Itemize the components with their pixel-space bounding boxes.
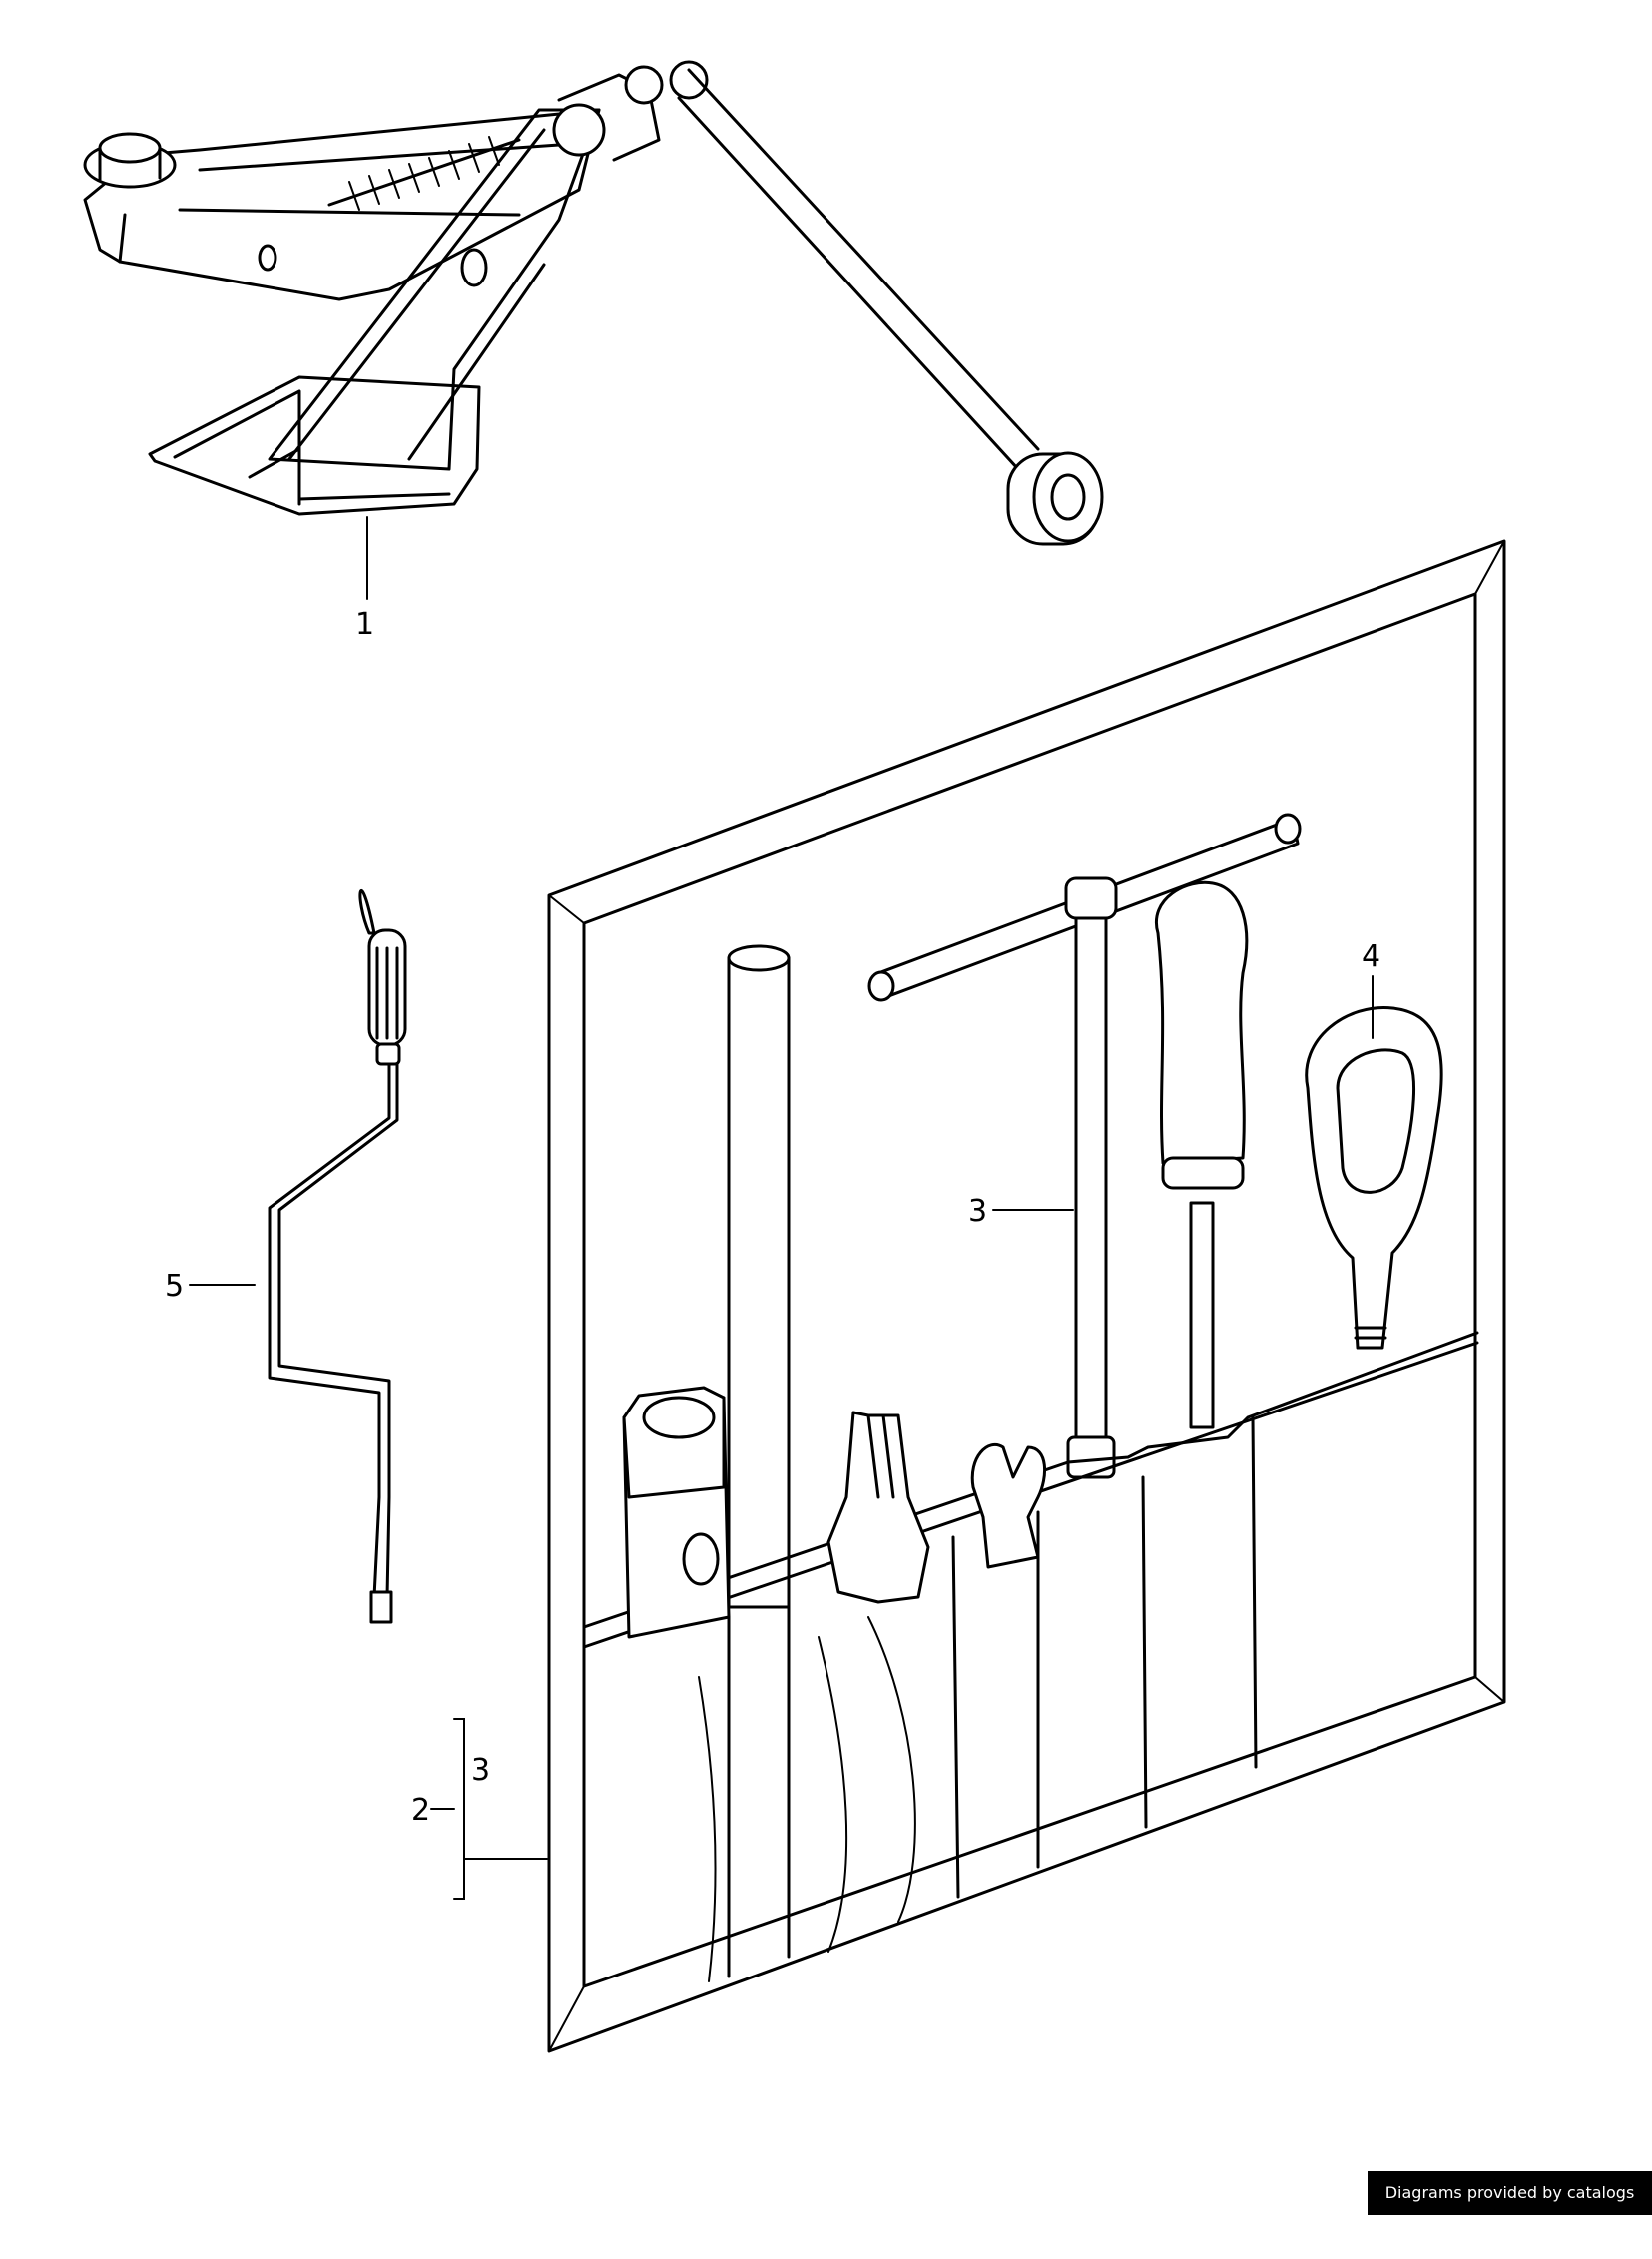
- footer-credit: Diagrams provided by catalogs parts: [1368, 2171, 1652, 2246]
- callout-bracket: [453, 1718, 465, 1900]
- tool-kit-board: [547, 539, 1506, 2053]
- callout-tool-kit: 2: [411, 1793, 430, 1828]
- crank-handle: [268, 889, 407, 1624]
- callout-t-handle-wrench: 3: [968, 1194, 987, 1229]
- callout-jack: 1: [355, 607, 374, 642]
- callout-crank-handle: 5: [165, 1269, 184, 1304]
- scissor-jack: [83, 60, 1104, 546]
- callout-tool-kit-sub: 3: [471, 1753, 490, 1788]
- callout-towing-eye: 4: [1362, 939, 1380, 974]
